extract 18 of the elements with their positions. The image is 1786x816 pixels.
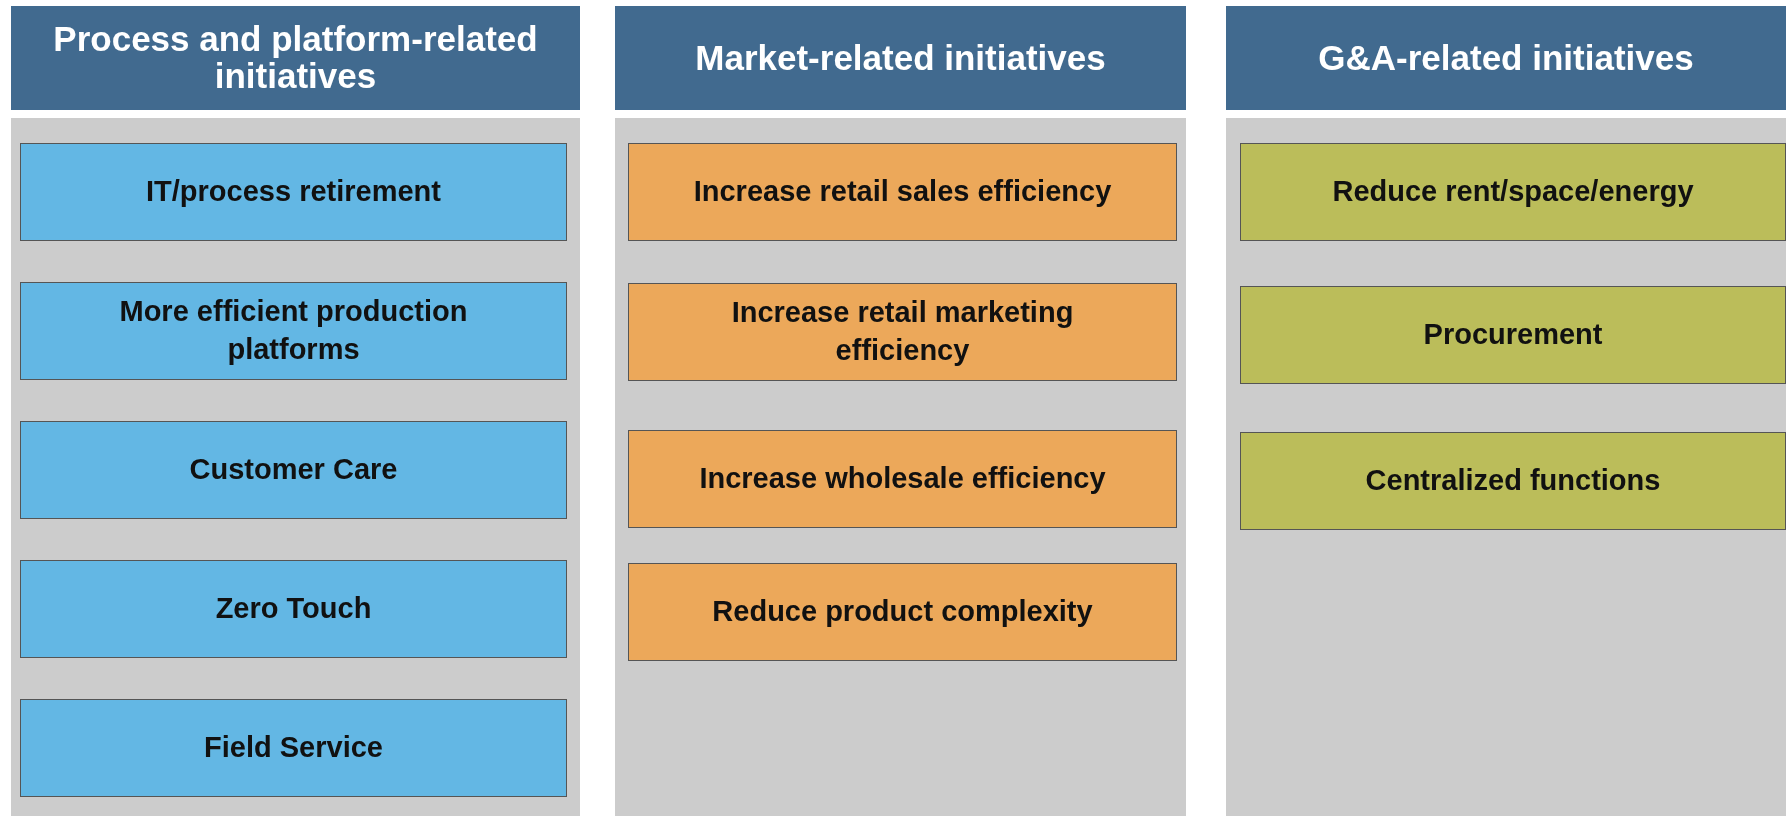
initiative-box: Reduce rent/space/energy xyxy=(1240,143,1786,241)
column-panel xyxy=(615,118,1186,816)
initiative-box: Increase retail marketing efficiency xyxy=(628,283,1177,381)
column-header: Market-related initiatives xyxy=(615,6,1186,110)
column-panel xyxy=(11,118,580,816)
initiative-box: Reduce product complexity xyxy=(628,563,1177,661)
initiative-box: More efficient production platforms xyxy=(20,282,567,380)
initiative-box: Procurement xyxy=(1240,286,1786,384)
initiative-box: IT/process retirement xyxy=(20,143,567,241)
initiative-box: Increase wholesale efficiency xyxy=(628,430,1177,528)
column-header: Process and platform-related initiatives xyxy=(11,6,580,110)
initiative-box: Centralized functions xyxy=(1240,432,1786,530)
initiative-box: Field Service xyxy=(20,699,567,797)
initiative-box: Zero Touch xyxy=(20,560,567,658)
initiative-box: Customer Care xyxy=(20,421,567,519)
initiative-box: Increase retail sales efficiency xyxy=(628,143,1177,241)
column-header: G&A-related initiatives xyxy=(1226,6,1786,110)
column-panel xyxy=(1226,118,1786,816)
